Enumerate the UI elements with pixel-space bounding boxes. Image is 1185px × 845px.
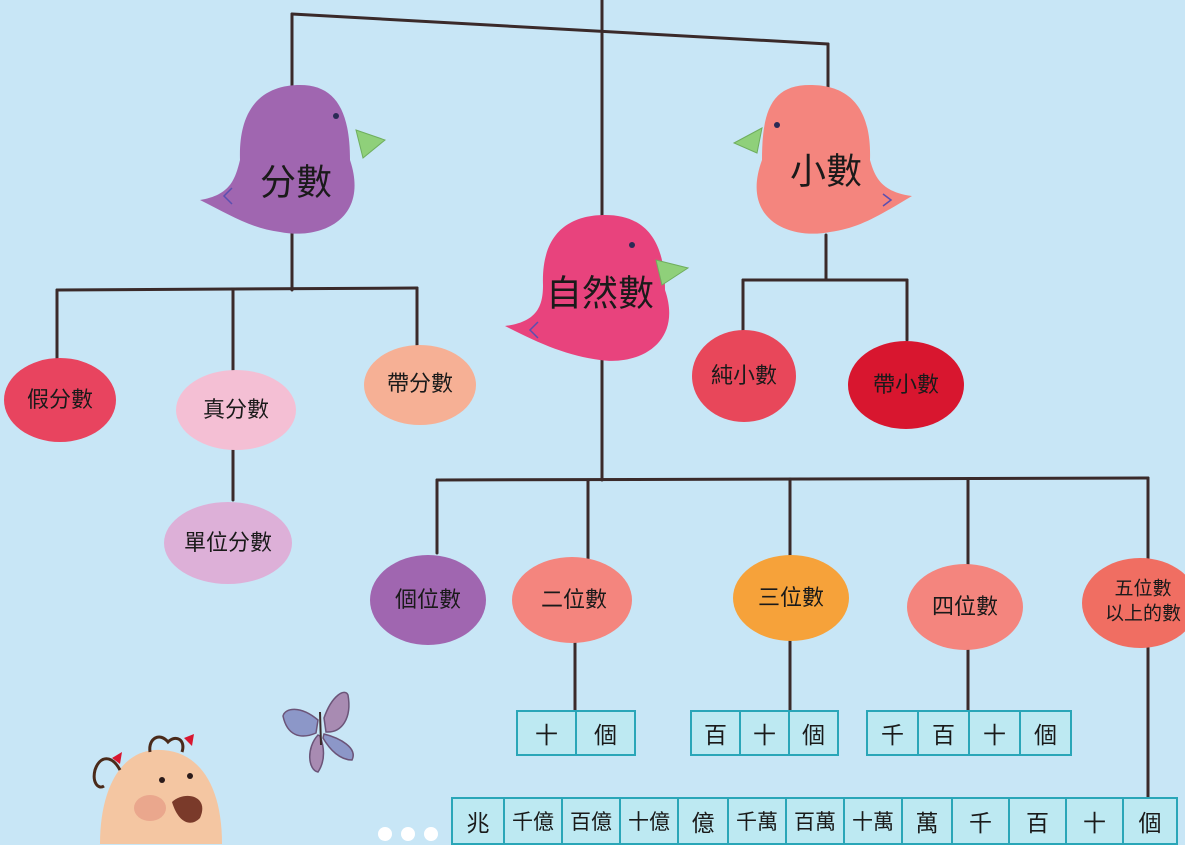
place-value-cell: 十億 (621, 799, 677, 843)
five-plus-digit-label-line2: 以上的數 (1104, 602, 1182, 625)
three-digit-place-values: 百 十 個 (690, 710, 839, 756)
place-value-cell: 百 (692, 712, 739, 754)
place-value-cell: 兆 (453, 799, 503, 843)
two-digit-place-values: 十 個 (516, 710, 636, 756)
place-value-cell: 百萬 (787, 799, 843, 843)
fraction-bird-label: 分數 (259, 162, 333, 204)
place-value-cell: 個 (1021, 712, 1070, 754)
girl-face-icon (92, 734, 222, 844)
improper-fraction-egg (4, 358, 116, 442)
two-digit-label: 二位數 (540, 587, 608, 613)
proper-fraction-egg (176, 370, 296, 450)
place-value-cell: 百 (1010, 799, 1065, 843)
four-digit-label: 四位數 (931, 594, 999, 620)
five-plus-digit-place-values: 兆 千億 百億 十億 億 千萬 百萬 十萬 萬 千 百 十 個 (451, 797, 1178, 845)
five-plus-digit-egg (1082, 558, 1185, 648)
pure-decimal-egg (692, 330, 796, 422)
four-digit-place-values: 千 百 十 個 (866, 710, 1072, 756)
place-value-cell: 千 (868, 712, 917, 754)
decimal-bird (732, 85, 912, 234)
place-value-cell: 百億 (563, 799, 619, 843)
mixed-fraction-label: 帶分數 (386, 371, 454, 397)
connector-lines (55, 0, 1150, 799)
decimal-bird-label: 小數 (789, 151, 863, 193)
four-digit-egg (907, 564, 1023, 650)
place-value-cell: 十 (518, 712, 575, 754)
proper-fraction-label: 真分數 (202, 397, 270, 423)
unit-fraction-label: 單位分數 (183, 530, 273, 556)
ellipsis-dots (378, 827, 438, 841)
pure-decimal-label: 純小數 (710, 363, 778, 389)
mixed-fraction-egg (364, 345, 476, 425)
place-value-cell: 千萬 (729, 799, 785, 843)
place-value-cell: 十 (741, 712, 788, 754)
improper-fraction-label: 假分數 (26, 387, 94, 413)
place-value-cell: 十 (970, 712, 1019, 754)
unit-fraction-egg (164, 502, 292, 584)
natural-bird (505, 215, 690, 361)
place-value-cell: 個 (790, 712, 837, 754)
three-digit-egg (733, 555, 849, 641)
place-value-cell: 千億 (505, 799, 561, 843)
place-value-cell: 個 (577, 712, 634, 754)
natural-bird-label: 自然數 (545, 273, 655, 315)
place-value-cell: 億 (679, 799, 727, 843)
one-digit-egg (370, 555, 486, 645)
butterfly-icon (282, 691, 354, 773)
fraction-bird (200, 85, 387, 234)
mixed-decimal-egg (848, 341, 964, 429)
three-digit-label: 三位數 (757, 585, 825, 611)
place-value-cell: 萬 (903, 799, 951, 843)
place-value-cell: 千 (953, 799, 1008, 843)
mixed-decimal-label: 帶小數 (872, 372, 940, 398)
two-digit-egg (512, 557, 632, 643)
place-value-cell: 百 (919, 712, 968, 754)
five-plus-digit-label-line1: 五位數 (1114, 577, 1172, 600)
one-digit-label: 個位數 (394, 587, 462, 613)
place-value-cell: 十 (1067, 799, 1122, 843)
place-value-cell: 個 (1124, 799, 1176, 843)
place-value-cell: 十萬 (845, 799, 901, 843)
